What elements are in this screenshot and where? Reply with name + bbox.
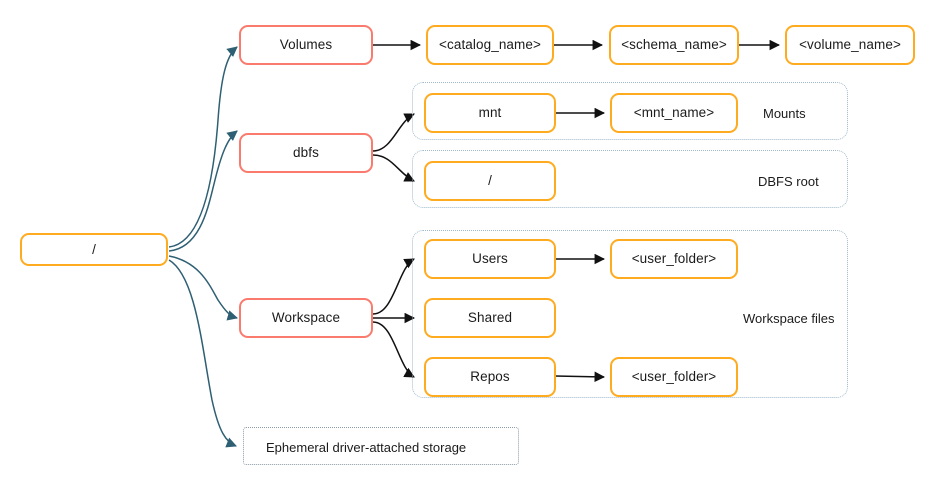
node-workspace-label: Workspace [271, 310, 341, 326]
node-users[interactable]: Users [424, 239, 556, 279]
group-workspace-files-label: Workspace files [743, 311, 835, 326]
node-catalog-name[interactable]: <catalog_name> [426, 25, 554, 65]
node-mnt-name[interactable]: <mnt_name> [610, 93, 738, 133]
node-volume-name[interactable]: <volume_name> [785, 25, 915, 65]
edge-root-to-workspace [168, 255, 239, 321]
node-dbfs-label: dbfs [293, 145, 319, 161]
node-ephemeral-storage[interactable] [243, 427, 519, 465]
edge-dbfs-to-mnt [372, 113, 415, 152]
node-dbfs[interactable]: dbfs [239, 133, 373, 173]
node-shared-label: Shared [467, 310, 513, 326]
node-volume-name-label: <volume_name> [799, 37, 901, 53]
node-workspace[interactable]: Workspace [239, 298, 373, 338]
node-users-label: Users [472, 251, 508, 267]
node-mnt-name-label: <mnt_name> [633, 105, 715, 121]
node-volumes-label: Volumes [279, 37, 333, 53]
node-root-label: / [92, 241, 96, 257]
node-repos-label: Repos [470, 369, 510, 385]
node-repos-user-folder[interactable]: <user_folder> [610, 357, 738, 397]
edge-root-to-volumes [168, 46, 238, 248]
node-catalog-name-label: <catalog_name> [439, 37, 541, 53]
edge-workspace-to-repos [372, 321, 415, 378]
group-mounts [412, 82, 848, 140]
node-dbfs-slash[interactable]: / [424, 161, 556, 201]
edge-root-to-ephemeral [168, 259, 237, 448]
node-schema-name-label: <schema_name> [621, 37, 727, 53]
node-volumes[interactable]: Volumes [239, 25, 373, 65]
edge-root-to-dbfs [168, 130, 238, 252]
node-mnt[interactable]: mnt [424, 93, 556, 133]
node-ephemeral-storage-label: Ephemeral driver-attached storage [266, 440, 467, 455]
edge-dbfs-to-root [372, 154, 415, 182]
node-repos[interactable]: Repos [424, 357, 556, 397]
group-dbfs-root-label: DBFS root [758, 174, 819, 189]
node-schema-name[interactable]: <schema_name> [609, 25, 739, 65]
node-root[interactable]: / [20, 233, 168, 266]
node-users-user-folder[interactable]: <user_folder> [610, 239, 738, 279]
node-users-user-folder-label: <user_folder> [631, 251, 717, 267]
node-mnt-label: mnt [478, 105, 502, 121]
group-mounts-label: Mounts [763, 106, 806, 121]
edge-workspace-to-users [372, 258, 415, 315]
node-repos-user-folder-label: <user_folder> [631, 369, 717, 385]
node-dbfs-slash-label: / [488, 173, 492, 189]
node-shared[interactable]: Shared [424, 298, 556, 338]
